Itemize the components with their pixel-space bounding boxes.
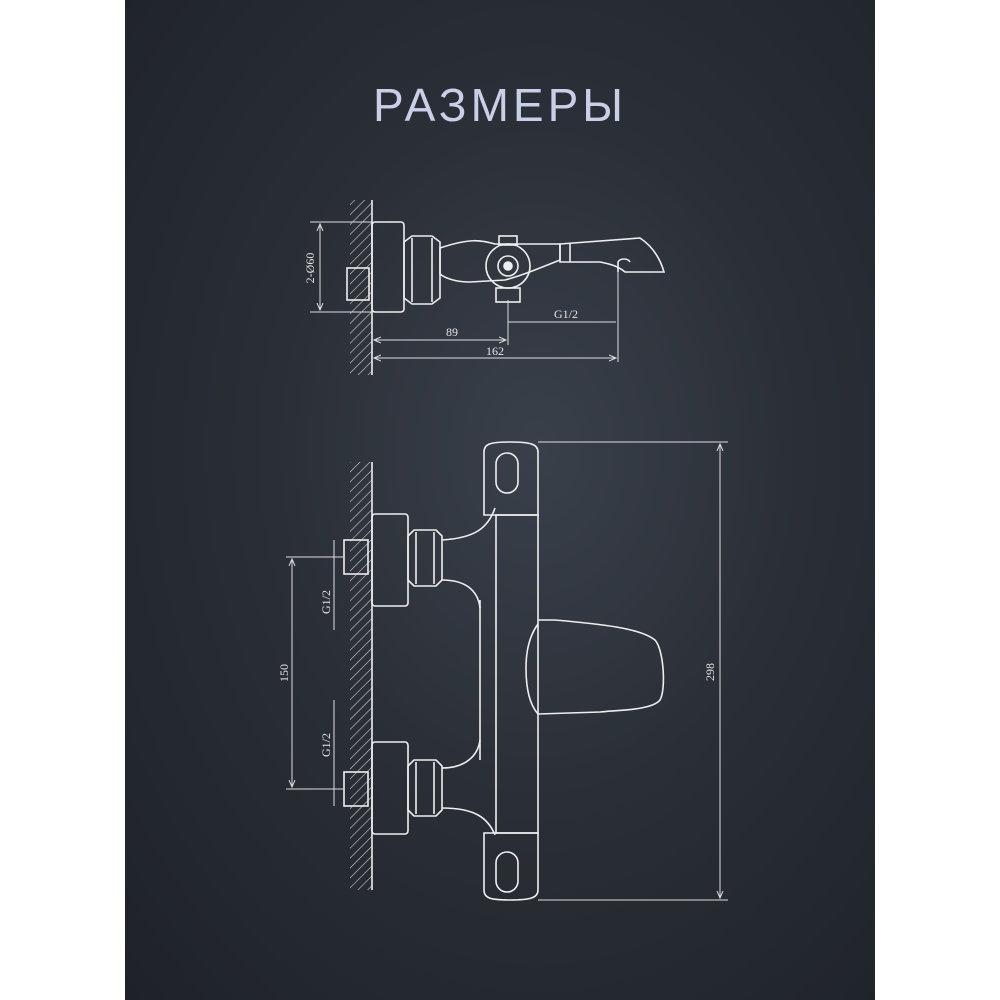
arm-upper-top xyxy=(441,507,496,541)
mixer-body-top xyxy=(439,239,561,283)
handle-upper-slot xyxy=(495,452,519,494)
front-view xyxy=(343,441,665,901)
top-view-dimensions xyxy=(310,221,619,362)
arm-lower-bottom xyxy=(441,807,496,836)
dim-diameter-label: 2-Ø60 xyxy=(303,253,317,284)
flange-upper xyxy=(371,513,409,607)
handle-lower-slot xyxy=(495,851,519,893)
dim-thread-upper-label: G1/2 xyxy=(319,590,333,614)
nut-lower xyxy=(407,759,443,817)
spout-front xyxy=(537,619,665,715)
arm-lower-top xyxy=(441,739,481,769)
eccentric-top xyxy=(346,267,370,301)
nut-top xyxy=(403,235,441,305)
knob-cap-top xyxy=(498,235,518,246)
diverter-top xyxy=(495,287,521,303)
front-view-dimensions xyxy=(286,441,728,901)
dim-298-label: 298 xyxy=(703,663,717,681)
handle-lower xyxy=(483,832,539,901)
dim-thread-top-label: G1/2 xyxy=(554,307,578,321)
wall-hatch-top xyxy=(350,200,372,375)
flange-top xyxy=(371,221,405,313)
top-view xyxy=(346,200,666,375)
dim-162-label: 162 xyxy=(486,344,504,358)
dim-thread-lower-label: G1/2 xyxy=(319,733,333,757)
spout-top xyxy=(559,237,666,273)
arm-upper-bottom xyxy=(441,579,481,609)
knob-inner-top xyxy=(497,255,519,277)
main-body xyxy=(495,514,539,834)
flange-lower xyxy=(371,741,409,835)
handle-upper xyxy=(483,441,539,516)
page-title: РАЗМЕРЫ xyxy=(373,79,627,131)
nut-upper xyxy=(407,529,443,587)
wall-hatch-front xyxy=(350,462,372,890)
dim-150-label: 150 xyxy=(277,664,291,682)
dim-89-label: 89 xyxy=(446,325,458,339)
